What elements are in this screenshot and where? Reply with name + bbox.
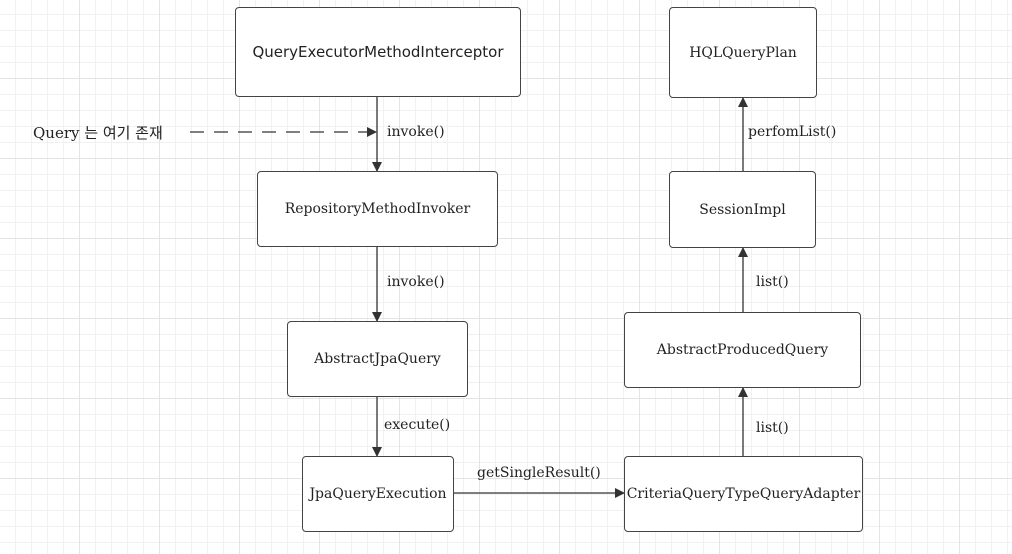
node-jpa-query-execution[interactable]: JpaQueryExecution xyxy=(302,456,454,532)
node-criteria-query-type-query-adapter[interactable]: CriteriaQueryTypeQueryAdapter xyxy=(624,456,863,532)
edge-label-execute: execute() xyxy=(384,417,451,433)
edge-label-invoke-1: invoke() xyxy=(387,124,445,140)
node-hql-query-plan[interactable]: HQLQueryPlan xyxy=(669,7,817,98)
edge-label-perfom-list: perfomList() xyxy=(748,124,837,140)
node-repository-method-invoker[interactable]: RepositoryMethodInvoker xyxy=(257,171,498,247)
annotation-query-location: Query 는 여기 존재 xyxy=(33,124,163,142)
edge-label-invoke-2: invoke() xyxy=(387,274,445,290)
edge-label-list-2: list() xyxy=(756,274,789,290)
node-abstract-produced-query[interactable]: AbstractProducedQuery xyxy=(624,312,861,388)
node-query-executor-method-interceptor[interactable]: QueryExecutorMethodInterceptor xyxy=(235,7,521,97)
edge-label-get-single-result: getSingleResult() xyxy=(477,465,601,481)
edge-label-list-1: list() xyxy=(756,420,789,436)
node-abstract-jpa-query[interactable]: AbstractJpaQuery xyxy=(287,321,468,397)
node-session-impl[interactable]: SessionImpl xyxy=(669,171,816,248)
